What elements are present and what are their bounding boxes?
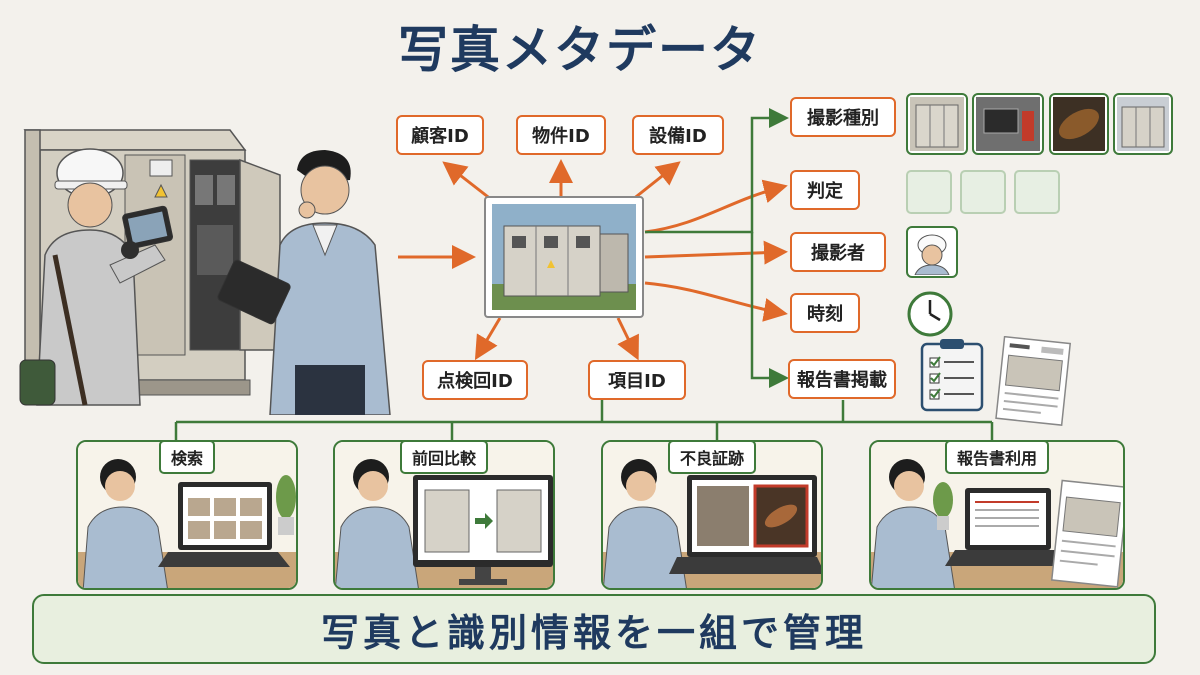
judgment-slot-2 [960, 170, 1006, 214]
arrow-time [644, 281, 788, 322]
report-scene-illustration [871, 442, 1123, 588]
use-panel-search: 検索 [76, 440, 298, 590]
use-panel-defect-evidence: 不良証跡 [601, 440, 823, 590]
arrow-item-id [616, 317, 639, 361]
judgment-slot-1 [906, 170, 952, 214]
arrow-customer-id [442, 161, 493, 202]
thumbnail-cabinet-photo [906, 93, 968, 155]
shot-type-box: 撮影種別 [790, 97, 896, 137]
arrow-judgment [644, 179, 788, 234]
customer-id-box: 顧客ID [396, 115, 484, 155]
thumbnail-exterior-photo [1113, 93, 1173, 155]
arrow-inspection-id [474, 317, 502, 361]
thumbnail-meter-photo [972, 93, 1044, 155]
search-scene-illustration [78, 442, 296, 588]
use-panel-defect-evidence-label: 不良証跡 [667, 442, 757, 474]
judgment-box: 判定 [790, 170, 860, 210]
use-panel-report-use: 報告書利用 [869, 440, 1125, 590]
arrow-photographer [644, 240, 788, 265]
use-panel-previous-comparison: 前回比較 [333, 440, 555, 590]
item-id-box: 項目ID [588, 360, 686, 400]
field-worker [19, 148, 173, 406]
thumbnail-rust-photo [1049, 93, 1109, 155]
defect-scene-illustration [603, 442, 821, 588]
arrow-shot-type [645, 108, 789, 234]
arrow-equipment-id [631, 161, 681, 202]
report-posting-box: 報告書掲載 [788, 359, 896, 399]
arrow-report-posting [750, 232, 789, 388]
engineer-with-tablet [217, 150, 391, 415]
use-panel-search-label: 検索 [158, 442, 216, 474]
central-photo [484, 196, 644, 318]
inspection-id-box: 点検回ID [422, 360, 528, 400]
use-panel-report-use-label: 報告書利用 [944, 442, 1050, 474]
bottom-banner: 写真と識別情報を一組で管理 [32, 594, 1156, 664]
substation-photo [492, 204, 636, 310]
property-id-box: 物件ID [516, 115, 606, 155]
time-box: 時刻 [790, 293, 860, 333]
field-inspection-illustration [19, 129, 391, 415]
photographer-avatar [906, 226, 958, 278]
equipment-id-box: 設備ID [632, 115, 724, 155]
report-document-icon [995, 336, 1072, 426]
checklist-clipboard-icon [920, 339, 984, 412]
judgment-slot-3 [1014, 170, 1060, 214]
page-title: 写真メタデータ [398, 21, 762, 79]
photographer-box: 撮影者 [790, 232, 886, 272]
use-panel-previous-comparison-label: 前回比較 [399, 442, 489, 474]
clock-icon [907, 291, 953, 337]
